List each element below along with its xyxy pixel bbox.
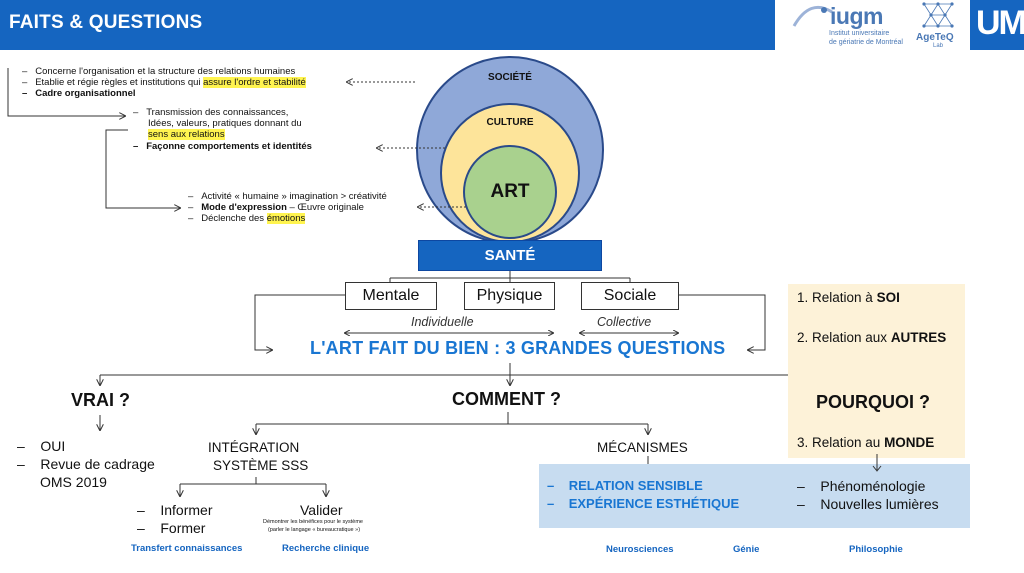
- pourquoi-arrow-icon: [872, 454, 882, 472]
- um-logo-text: UM: [976, 4, 1024, 42]
- culture-note-3: sens aux relations: [148, 129, 225, 140]
- societe-note-2: – Etablie et régie règles et institution…: [22, 77, 306, 88]
- header-bar: [0, 0, 775, 50]
- sociale-box: Sociale: [581, 282, 679, 310]
- iugm-logo-subtitle: Institut universitaire: [829, 30, 890, 37]
- vrai-item-revue: – Revue de cadrage: [17, 456, 155, 472]
- integration-subtitle: SYSTÈME SSS: [213, 458, 309, 473]
- art-note-1: – Activité « humaine » imagination > cré…: [188, 191, 387, 202]
- question-pourquoi: POURQUOI ?: [816, 392, 931, 412]
- valider-note-1: Démontrer les bénéfices pour le système: [263, 519, 363, 525]
- field-philo: Philosophie: [849, 544, 903, 555]
- mecanisme-experience-esthetique: – EXPÉRIENCE ESTHÉTIQUE: [547, 496, 740, 511]
- mentale-box: Mentale: [345, 282, 437, 310]
- art-circle: [463, 145, 557, 239]
- mecanismes-title: MÉCANISMES: [597, 440, 688, 455]
- relations-panel: [788, 284, 965, 458]
- culture-note-4: – Façonne comportements et identités: [133, 141, 312, 152]
- art-label: ART: [490, 181, 530, 202]
- vrai-item-oms: OMS 2019: [40, 474, 107, 490]
- relation-monde: 3. Relation au MONDE: [797, 435, 935, 450]
- mecanisme-relation-sensible: – RELATION SENSIBLE: [547, 478, 703, 493]
- societe-label: SOCIÉTÉ: [488, 72, 532, 83]
- ageteq-network-icon: [922, 2, 954, 28]
- societe-note-1: – Concerne l'organisation et la structur…: [22, 66, 296, 77]
- iugm-logo-text: iugm: [830, 3, 883, 29]
- art-note-2: – Mode d'expression – Œuvre originale: [188, 202, 364, 213]
- valider-note-2: (parler le langage « bureaucratique »): [268, 527, 361, 533]
- integration-former: – Former: [137, 520, 206, 536]
- um-logo: [970, 0, 1024, 50]
- relation-autres: 2. Relation aux AUTRES: [797, 330, 947, 345]
- integration-title: INTÉGRATION: [208, 440, 300, 455]
- iugm-logo-icon: [792, 5, 833, 27]
- integration-valider: Valider: [300, 502, 343, 518]
- culture-note-1: – Transmission des connaissances,: [133, 107, 289, 118]
- physique-box: Physique: [464, 282, 555, 310]
- vrai-item-oui: – OUI: [17, 438, 66, 454]
- question-comment: COMMENT ?: [452, 389, 561, 409]
- culture-note-2: Idées, valeurs, pratiques donnant du: [148, 118, 302, 129]
- collective-label: Collective: [597, 315, 652, 329]
- relation-soi: 1. Relation à SOI: [797, 290, 900, 305]
- page-title: FAITS & QUESTIONS: [9, 12, 203, 33]
- philo-phenomenologie: – Phénoménologie: [797, 478, 926, 494]
- integration-informer: – Informer: [137, 502, 213, 518]
- philo-nouvelles-lumieres: – Nouvelles lumières: [797, 496, 939, 512]
- iugm-logo-subtitle: de gériatrie de Montréal: [829, 39, 903, 46]
- individuelle-label: Individuelle: [411, 315, 474, 329]
- sante-box: SANTÉ: [418, 240, 602, 271]
- art-note-3: – Déclenche des émotions: [188, 213, 306, 224]
- field-recherche: Recherche clinique: [282, 543, 370, 554]
- mechanisms-panel: [539, 464, 970, 528]
- ageteq-logo-subtitle: Lab: [933, 43, 944, 49]
- field-transfert: Transfert connaissances: [131, 543, 243, 554]
- main-question: L'ART FAIT DU BIEN : 3 GRANDES QUESTIONS: [310, 338, 726, 358]
- culture-label: CULTURE: [486, 117, 534, 128]
- question-vrai: VRAI ?: [71, 390, 131, 410]
- field-neuro: Neurosciences: [606, 544, 674, 555]
- field-genie: Génie: [733, 544, 760, 555]
- ageteq-logo-text: AgeTeQ: [916, 32, 954, 43]
- societe-note-3: – Cadre organisationnel: [22, 88, 136, 99]
